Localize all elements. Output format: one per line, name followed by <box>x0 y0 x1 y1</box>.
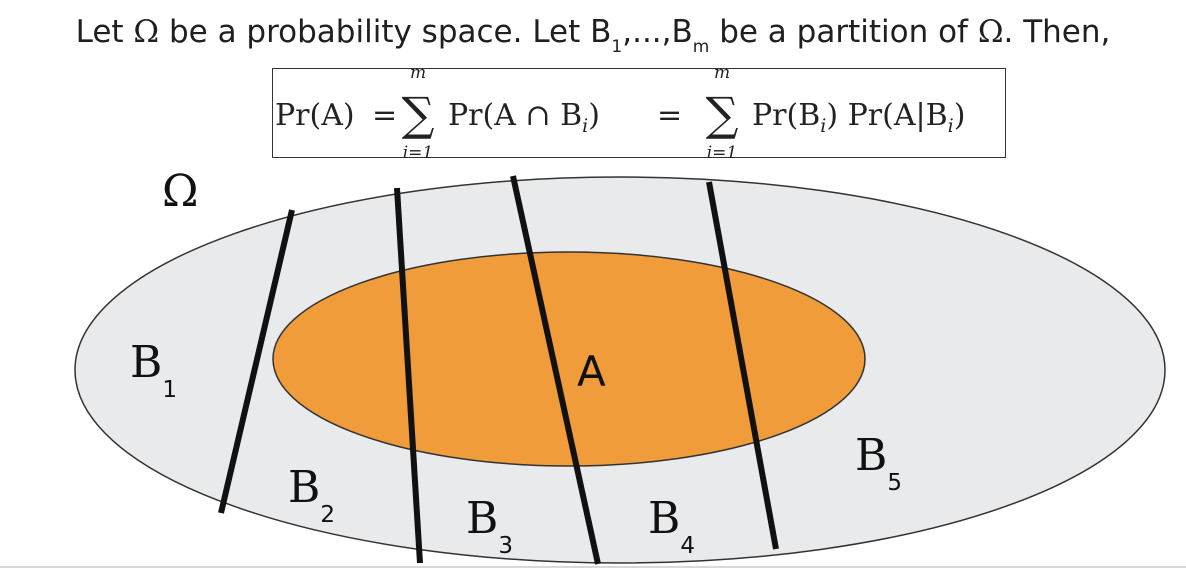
formula-term-2: Pr(Bi) Pr(A|Bi) <box>752 98 965 137</box>
label-b5-sub: 5 <box>887 470 902 496</box>
subscript-m: m <box>692 37 710 57</box>
label-b4: B4 <box>648 493 695 559</box>
partition-boundaries <box>218 175 779 565</box>
sum-2-lower-limit: i=1 <box>707 143 738 163</box>
total-probability-formula: Pr(A) = m ∑ i=1 Pr(A ∩ Bi) = m ∑ i=1 Pr(… <box>275 63 965 163</box>
label-b5-letter: B <box>855 430 887 481</box>
statement-text-1: Let <box>75 14 134 50</box>
term-2-body-a: Pr(B <box>752 98 820 133</box>
sum-1-symbol: ∑ <box>402 87 435 141</box>
formula-lhs: Pr(A) <box>275 98 355 133</box>
label-b1: B1 <box>130 337 177 403</box>
term-1-body: Pr(A ∩ B <box>448 98 582 133</box>
term-2-sub-a: i <box>820 115 826 137</box>
omega-symbol-2: Ω <box>977 14 1004 50</box>
omega-label: Ω <box>162 166 198 217</box>
statement-text-2: be a probability space. Let B <box>159 14 612 50</box>
term-2-sub-b: i <box>948 115 954 137</box>
term-2-body-b: ) Pr(A|B <box>826 98 947 133</box>
label-b4-letter: B <box>648 493 680 544</box>
formula-equals-1: = <box>372 98 397 133</box>
formula-box <box>272 68 1006 158</box>
boundary-b1-b2 <box>218 209 295 514</box>
boundary-b4-b5 <box>706 181 779 550</box>
term-1-sub: i <box>582 115 588 137</box>
sum-1-lower-limit: i=1 <box>403 143 434 163</box>
statement-text-4: be a partition of <box>709 14 978 50</box>
event-a-label: A <box>577 347 606 396</box>
label-b3-sub: 3 <box>498 533 513 559</box>
sum-1-upper-limit: m <box>410 63 426 83</box>
label-b4-sub: 4 <box>680 533 695 559</box>
label-b5: B5 <box>855 430 902 496</box>
partition-statement: Let Ω be a probability space. Let B1,...… <box>0 14 1186 56</box>
boundary-b2-b3 <box>394 187 423 564</box>
statement-text-5: . Then, <box>1003 14 1111 50</box>
subscript-1: 1 <box>611 37 623 57</box>
label-b3-letter: B <box>466 493 498 544</box>
partition-labels: B1 B2 B3 B4 B5 <box>130 337 902 559</box>
formula-term-1: Pr(A ∩ Bi) <box>448 98 600 137</box>
statement-text-3: ,...,B <box>622 14 693 50</box>
label-b3: B3 <box>466 493 513 559</box>
label-b2-sub: 2 <box>320 502 335 528</box>
formula-equals-2: = <box>657 98 682 133</box>
bottom-divider <box>0 566 1186 568</box>
event-a <box>272 251 866 467</box>
sum-2-upper-limit: m <box>714 63 730 83</box>
label-b2: B2 <box>288 462 335 528</box>
label-b1-sub: 1 <box>162 377 177 403</box>
omega-symbol: Ω <box>133 14 160 50</box>
term-2-close: ) <box>954 98 966 133</box>
label-b1-letter: B <box>130 337 162 388</box>
label-b2-letter: B <box>288 462 320 513</box>
sum-2-symbol: ∑ <box>706 87 739 141</box>
term-1-close: ) <box>588 98 600 133</box>
boundary-b3-b4 <box>510 175 601 565</box>
